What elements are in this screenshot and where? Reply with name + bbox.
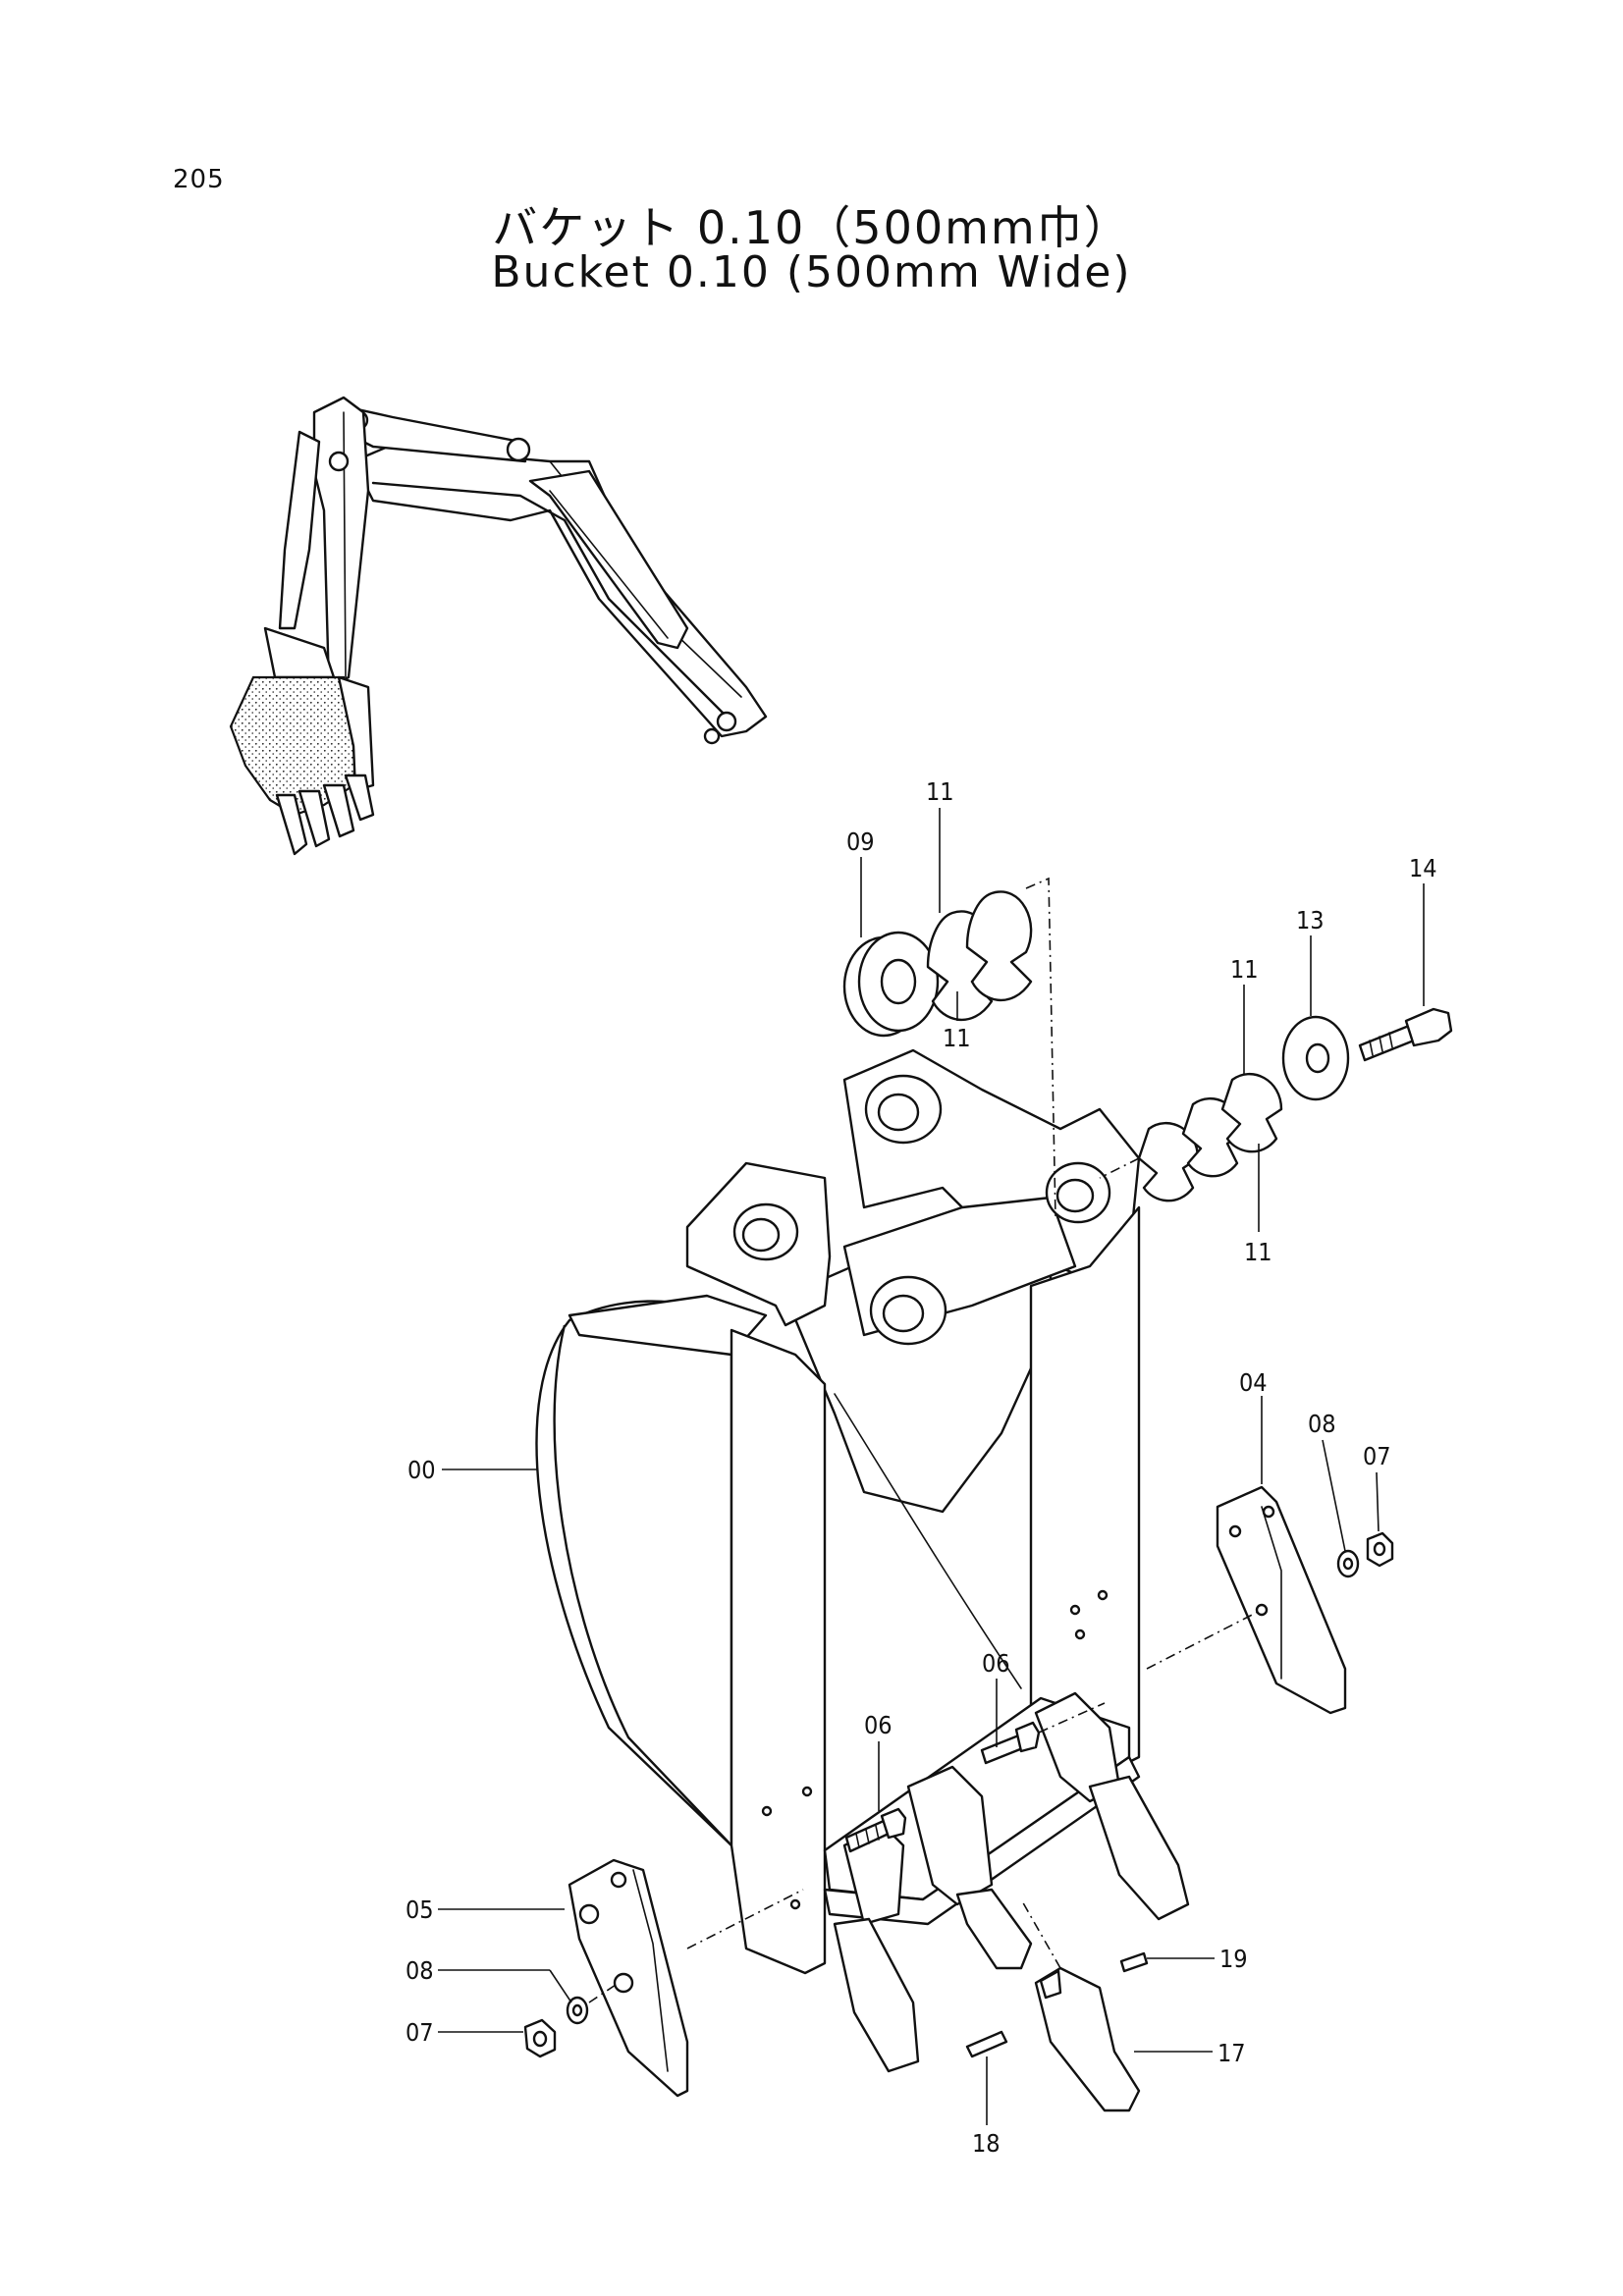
part-19-lock bbox=[1119, 1951, 1149, 1973]
callout-leaders bbox=[438, 808, 1425, 2125]
callout-07-left: 07 bbox=[406, 2018, 434, 2047]
part-11-shims-right bbox=[1099, 1072, 1283, 1202]
part-05-side-cutter-left bbox=[568, 1858, 804, 2098]
part-11-shims-upper bbox=[926, 877, 1056, 1218]
callout-labels: 00 04 08 07 05 08 07 06 06 09 11 11 11 1… bbox=[406, 777, 1437, 2158]
part-06-bolt-b bbox=[980, 1702, 1106, 1765]
callout-08-left: 08 bbox=[406, 1956, 434, 1985]
callout-18: 18 bbox=[972, 2129, 1001, 2158]
part-13-washer bbox=[1281, 1015, 1350, 1101]
callout-14: 14 bbox=[1409, 854, 1437, 882]
callout-06-left: 06 bbox=[864, 1711, 893, 1739]
part-18-pin bbox=[965, 2030, 1008, 2058]
callout-17: 17 bbox=[1217, 2039, 1246, 2067]
part-07-nut-right bbox=[1366, 1531, 1394, 1568]
callout-00: 00 bbox=[407, 1456, 436, 1484]
callout-19: 19 bbox=[1219, 1945, 1248, 1973]
callout-11-top: 11 bbox=[926, 777, 954, 806]
page-number: 205 bbox=[173, 165, 225, 194]
part-08-washer-left bbox=[566, 1982, 620, 2025]
callout-13: 13 bbox=[1296, 906, 1325, 934]
part-06-bolt-a bbox=[844, 1807, 907, 1853]
part-07-nut-left bbox=[523, 2018, 557, 2058]
bucket-assembly-00 bbox=[535, 1048, 1190, 2073]
callout-04: 04 bbox=[1239, 1368, 1268, 1397]
part-14-bolt bbox=[1358, 1007, 1453, 1062]
page-title-japanese: バケット 0.10（500mm巾） bbox=[492, 201, 1131, 254]
callout-05: 05 bbox=[406, 1896, 434, 1924]
part-09-collar bbox=[842, 931, 940, 1038]
excavator-attachment-illustration bbox=[229, 396, 768, 856]
callout-07-right: 07 bbox=[1363, 1442, 1391, 1470]
callout-08-right: 08 bbox=[1308, 1410, 1336, 1438]
page-title-english: Bucket 0.10 (500mm Wide) bbox=[491, 247, 1132, 297]
callout-11-under: 11 bbox=[943, 1024, 971, 1052]
part-08-washer-right bbox=[1336, 1549, 1360, 1578]
callout-11-right-bottom: 11 bbox=[1244, 1238, 1272, 1266]
callout-11-right-top: 11 bbox=[1230, 955, 1259, 984]
callout-09: 09 bbox=[846, 828, 875, 856]
part-04-side-cutter-right bbox=[1146, 1485, 1347, 1715]
callout-06-right: 06 bbox=[982, 1649, 1010, 1678]
part-17-tooth bbox=[1020, 1898, 1141, 2112]
